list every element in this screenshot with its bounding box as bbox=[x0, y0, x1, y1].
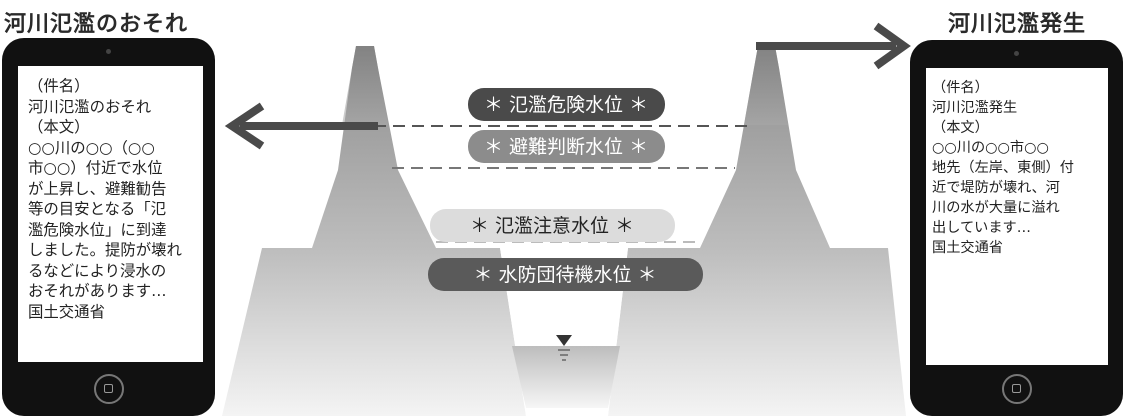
message-line: （件名） bbox=[28, 77, 90, 95]
message-line: 河川氾濫発生 bbox=[932, 100, 1018, 116]
level-label-danger: ＊ 氾濫危険水位 ＊ bbox=[468, 88, 665, 121]
home-button-icon[interactable] bbox=[93, 374, 124, 404]
message-line: 等の目安となる「氾 bbox=[28, 200, 167, 218]
message-body-right: （件名） 河川氾濫発生 （本文） ○○川の○○市○○ 地先（左岸、東側）付 近で… bbox=[926, 68, 1108, 258]
title-flood-occurred: 河川氾濫発生 bbox=[948, 12, 1087, 37]
phone-right-screen: （件名） 河川氾濫発生 （本文） ○○川の○○市○○ 地先（左岸、東側）付 近で… bbox=[926, 68, 1108, 365]
message-line: ○○川の○○（○○ bbox=[28, 138, 155, 157]
left-levee bbox=[222, 46, 526, 416]
arrow-right-icon bbox=[756, 22, 911, 70]
inverted-triangle-icon bbox=[556, 335, 572, 361]
message-line: 国土交通省 bbox=[932, 240, 1003, 256]
message-line: しました。提防が壊れ bbox=[28, 241, 182, 259]
level-label-evacuation-text: ＊ 避難判断水位 ＊ bbox=[484, 136, 648, 158]
title-flood-risk: 河川氾濫のおそれ bbox=[4, 12, 189, 37]
camera-icon bbox=[106, 49, 111, 54]
message-line: 河川氾濫のおそれ bbox=[28, 97, 152, 116]
level-label-caution-text: ＊ 氾濫注意水位 ＊ bbox=[470, 215, 634, 237]
message-line: 市○○）付近で水位 bbox=[28, 159, 163, 177]
phone-right: （件名） 河川氾濫発生 （本文） ○○川の○○市○○ 地先（左岸、東側）付 近で… bbox=[910, 40, 1123, 416]
river-water bbox=[512, 346, 620, 408]
message-line: （件名） bbox=[932, 80, 989, 96]
message-line: が上昇し、避難勧告 bbox=[28, 179, 167, 198]
message-line: 出しています… bbox=[932, 220, 1031, 236]
camera-icon bbox=[1014, 51, 1019, 56]
level-label-standby: ＊ 水防団待機水位 ＊ bbox=[428, 258, 703, 291]
message-line: ○○川の○○市○○ bbox=[932, 140, 1049, 156]
arrow-left-icon bbox=[224, 102, 378, 150]
right-levee bbox=[608, 46, 906, 416]
message-line: 国土交通省 bbox=[28, 302, 105, 321]
level-label-evacuation: ＊ 避難判断水位 ＊ bbox=[468, 130, 665, 163]
message-line: 近で堤防が壊れ、河 bbox=[932, 180, 1060, 196]
message-body-left: （件名） 河川氾濫のおそれ （本文） ○○川の○○（○○ 市○○）付近で水位 が… bbox=[18, 66, 203, 322]
message-line: （本文） bbox=[28, 118, 90, 136]
message-line: （本文） bbox=[932, 120, 989, 136]
message-line: 川の水が大量に溢れ bbox=[932, 200, 1060, 216]
phone-left: （件名） 河川氾濫のおそれ （本文） ○○川の○○（○○ 市○○）付近で水位 が… bbox=[2, 38, 215, 416]
level-label-caution: ＊ 氾濫注意水位 ＊ bbox=[430, 209, 675, 242]
level-label-danger-text: ＊ 氾濫危険水位 ＊ bbox=[484, 94, 648, 116]
message-line: 濫危険水位」に到達 bbox=[28, 220, 167, 239]
message-line: おそれがあります… bbox=[28, 282, 167, 300]
level-label-standby-text: ＊ 水防団待機水位 ＊ bbox=[473, 264, 656, 286]
home-button-icon[interactable] bbox=[1001, 374, 1032, 404]
phone-left-screen: （件名） 河川氾濫のおそれ （本文） ○○川の○○（○○ 市○○）付近で水位 が… bbox=[18, 66, 203, 362]
message-line: るなどにより浸水の bbox=[28, 261, 167, 280]
message-line: 地先（左岸、東側）付 bbox=[932, 160, 1074, 176]
